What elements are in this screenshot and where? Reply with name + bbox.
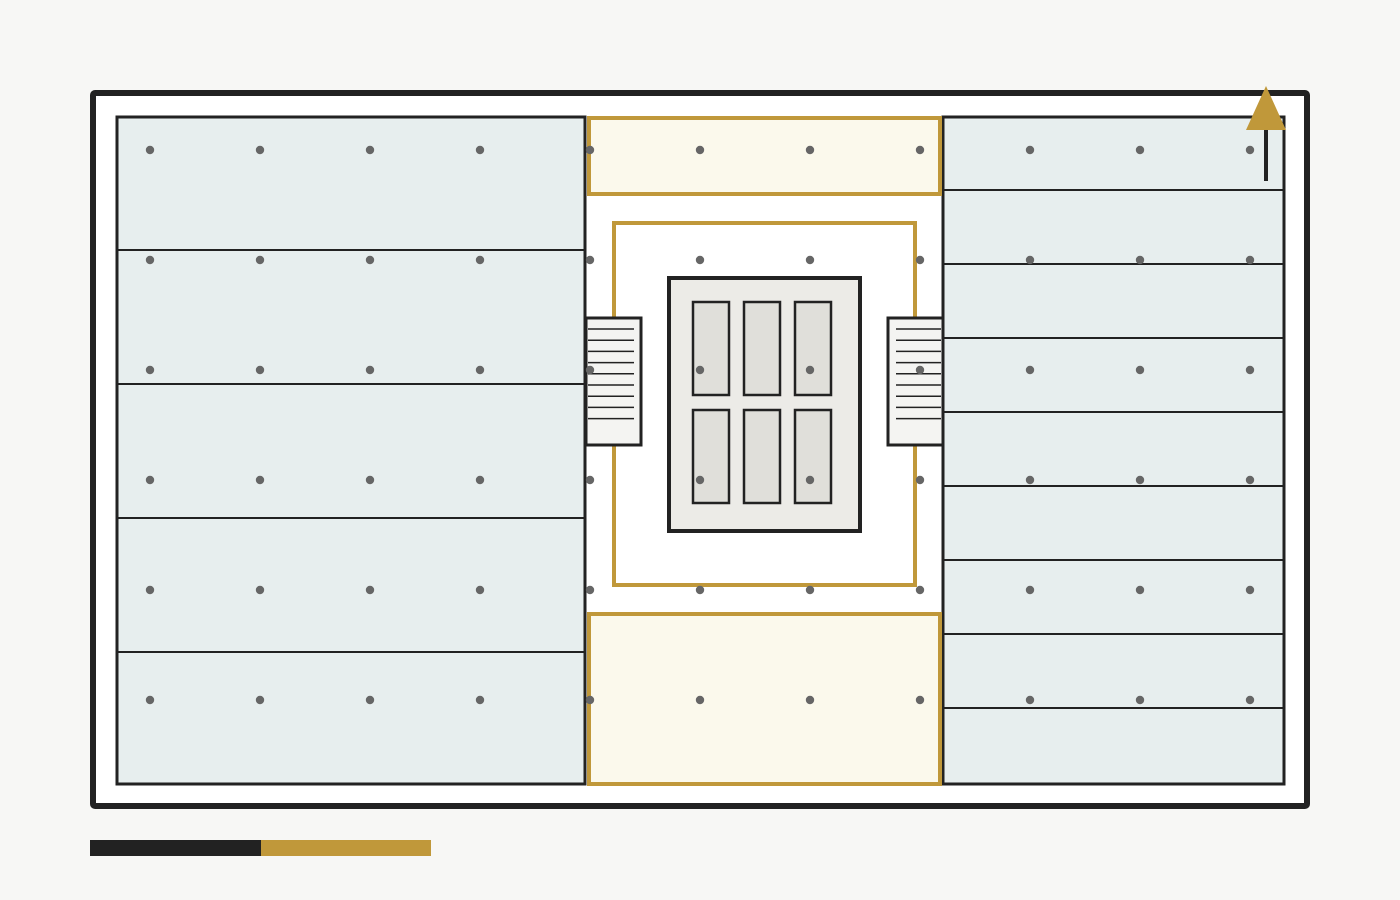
structural-column: [365, 585, 375, 595]
structural-column: [145, 365, 155, 375]
stairwell-east-outline: [886, 316, 945, 447]
structural-column: [695, 255, 705, 265]
structural-column: [915, 145, 925, 155]
structural-column: [915, 365, 925, 375]
structural-column: [1135, 365, 1145, 375]
structural-column: [585, 695, 595, 705]
scale-bar: [90, 840, 431, 856]
structural-column: [1025, 475, 1035, 485]
stairwell-west: [584, 316, 643, 447]
structural-column: [1135, 255, 1145, 265]
structural-column: [1025, 145, 1035, 155]
scale-bar-gold-segment: [261, 840, 431, 856]
structural-column: [255, 365, 265, 375]
structural-column: [805, 365, 815, 375]
structural-column: [1025, 585, 1035, 595]
structural-column: [145, 585, 155, 595]
structural-column: [585, 365, 595, 375]
structural-column: [145, 695, 155, 705]
stairwell-east: [886, 316, 945, 447]
structural-column: [475, 585, 485, 595]
structural-column: [805, 585, 815, 595]
structural-column: [1135, 585, 1145, 595]
elevator-shaft: [691, 408, 731, 505]
column-grid: [145, 145, 1255, 705]
elevator-shaft: [691, 300, 731, 397]
structural-column: [585, 145, 595, 155]
structural-column: [255, 475, 265, 485]
structural-column: [255, 585, 265, 595]
structural-column: [695, 145, 705, 155]
structural-column: [695, 475, 705, 485]
structural-column: [475, 255, 485, 265]
structural-column: [1135, 695, 1145, 705]
structural-column: [365, 365, 375, 375]
structural-column: [585, 475, 595, 485]
elevator-shaft: [742, 408, 782, 505]
structural-column: [365, 255, 375, 265]
structural-column: [365, 145, 375, 155]
structural-column: [805, 145, 815, 155]
amenity-zone-south: [587, 612, 942, 786]
stair-treads: [896, 328, 941, 420]
amenity-zone-north: [587, 116, 942, 196]
structural-column: [475, 365, 485, 375]
stairwell-west-outline: [584, 316, 643, 447]
structural-column: [695, 695, 705, 705]
elevator-shaft: [793, 408, 833, 505]
structural-column: [805, 695, 815, 705]
north-arrow-icon: [1246, 86, 1286, 181]
structural-column: [695, 585, 705, 595]
elevator-shaft: [742, 300, 782, 397]
structural-column: [365, 475, 375, 485]
west-wing-floor: [115, 115, 587, 786]
stair-treads: [588, 328, 634, 420]
scale-bar-dark-segment: [90, 840, 261, 856]
structural-column: [145, 145, 155, 155]
structural-column: [1025, 255, 1035, 265]
structural-column: [915, 695, 925, 705]
structural-column: [475, 475, 485, 485]
elevator-shaft: [793, 300, 833, 397]
structural-column: [1135, 475, 1145, 485]
structural-column: [805, 475, 815, 485]
structural-column: [1245, 475, 1255, 485]
structural-column: [695, 365, 705, 375]
structural-column: [915, 475, 925, 485]
structural-column: [255, 145, 265, 155]
structural-column: [585, 585, 595, 595]
structural-column: [1245, 585, 1255, 595]
structural-column: [1025, 695, 1035, 705]
structural-column: [145, 255, 155, 265]
east-wing-floor: [941, 115, 1286, 786]
structural-column: [255, 255, 265, 265]
structural-column: [1025, 365, 1035, 375]
structural-column: [1135, 145, 1145, 155]
structural-column: [915, 585, 925, 595]
structural-column: [1245, 365, 1255, 375]
structural-column: [1245, 695, 1255, 705]
structural-column: [475, 695, 485, 705]
structural-column: [805, 255, 815, 265]
structural-column: [585, 255, 595, 265]
structural-column: [475, 145, 485, 155]
structural-column: [1245, 145, 1255, 155]
structural-column: [915, 255, 925, 265]
east-wing: [941, 115, 1286, 786]
north-arrow-head: [1246, 86, 1286, 130]
structural-column: [145, 475, 155, 485]
elevator-core: [667, 276, 862, 533]
structural-column: [365, 695, 375, 705]
structural-column: [255, 695, 265, 705]
west-wing: [115, 115, 587, 786]
structural-column: [1245, 255, 1255, 265]
